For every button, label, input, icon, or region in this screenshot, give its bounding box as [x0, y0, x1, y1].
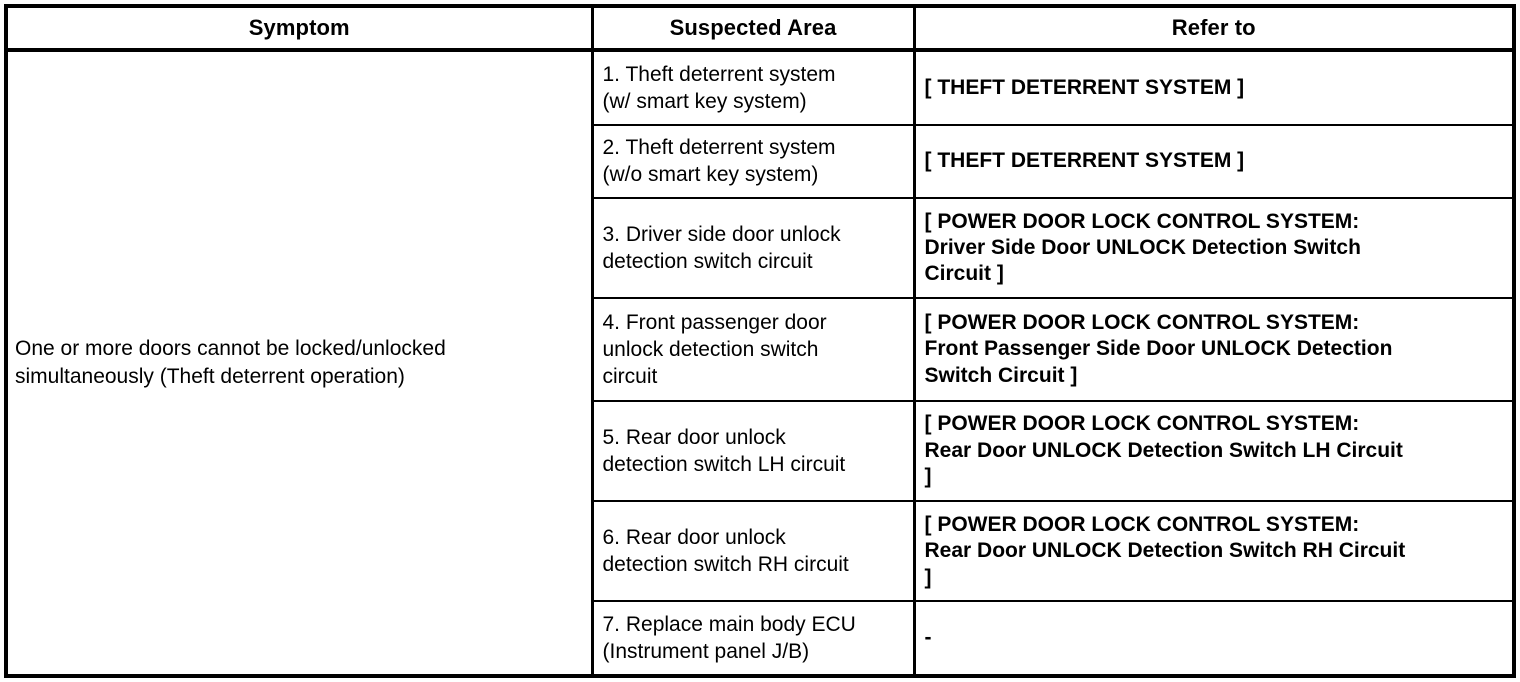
suspected-area-cell: 6. Rear door unlock detection switch RH … — [592, 500, 916, 602]
column-header-symptom: Symptom — [6, 6, 594, 52]
suspected-area-cell: 3. Driver side door unlock detection swi… — [592, 197, 916, 299]
table-row: 6. Rear door unlock detection switch RH … — [6, 500, 1514, 602]
suspected-area-text: 6. Rear door unlock detection switch RH … — [602, 525, 849, 577]
suspected-area-text: 4. Front passenger door unlock detection… — [602, 310, 827, 389]
refer-to-text: [ THEFT DETERRENT SYSTEM ] — [924, 149, 1245, 173]
refer-to-text: - — [924, 625, 932, 649]
table-row: 5. Rear door unlock detection switch LH … — [6, 400, 1514, 502]
suspected-area-cell: 7. Replace main body ECU (Instrument pan… — [592, 600, 916, 676]
suspected-area-text: 3. Driver side door unlock detection swi… — [602, 222, 841, 274]
refer-to-text: [ POWER DOOR LOCK CONTROL SYSTEM: Rear D… — [924, 512, 1406, 589]
table-row: 3. Driver side door unlock detection swi… — [6, 197, 1514, 299]
refer-to-cell[interactable]: [ POWER DOOR LOCK CONTROL SYSTEM: Front … — [914, 297, 1514, 402]
refer-to-text: [ POWER DOOR LOCK CONTROL SYSTEM: Front … — [924, 311, 1393, 387]
suspected-area-text: 1. Theft deterrent system (w/ smart key … — [602, 62, 836, 113]
suspected-area-text: 7. Replace main body ECU (Instrument pan… — [602, 612, 856, 664]
suspected-area-text: 2. Theft deterrent system (w/o smart key… — [602, 136, 836, 187]
table-header: Symptom Suspected Area Refer to — [6, 6, 1514, 52]
refer-to-cell[interactable]: [ THEFT DETERRENT SYSTEM ] — [914, 50, 1514, 125]
column-header-suspected-area: Suspected Area — [592, 6, 916, 52]
diagnostic-symptom-table: Symptom Suspected Area Refer to One or m… — [4, 4, 1516, 678]
table-row: One or more doors cannot be locked/unloc… — [6, 50, 1514, 676]
symptom-cell: One or more doors cannot be locked/unloc… — [6, 50, 594, 676]
suspected-area-cell: 2. Theft deterrent system (w/o smart key… — [592, 123, 916, 199]
refer-to-text: [ POWER DOOR LOCK CONTROL SYSTEM: Rear D… — [924, 412, 1403, 489]
refer-to-cell[interactable]: [ POWER DOOR LOCK CONTROL SYSTEM: Rear D… — [914, 500, 1514, 602]
refer-to-cell[interactable]: [ POWER DOOR LOCK CONTROL SYSTEM: Driver… — [914, 197, 1514, 299]
refer-to-text: [ POWER DOOR LOCK CONTROL SYSTEM: Driver… — [924, 209, 1361, 286]
table-row: 2. Theft deterrent system (w/o smart key… — [6, 123, 1514, 199]
refer-to-cell[interactable]: [ POWER DOOR LOCK CONTROL SYSTEM: Rear D… — [914, 400, 1514, 502]
refer-to-cell: - — [914, 600, 1514, 676]
refer-to-text: [ THEFT DETERRENT SYSTEM ] — [924, 75, 1245, 99]
table-row: 7. Replace main body ECU (Instrument pan… — [6, 600, 1514, 676]
refer-to-cell[interactable]: [ THEFT DETERRENT SYSTEM ] — [914, 123, 1514, 199]
table-row: 4. Front passenger door unlock detection… — [6, 297, 1514, 402]
symptom-text: One or more doors cannot be locked/unloc… — [15, 337, 446, 388]
table-body: One or more doors cannot be locked/unloc… — [6, 50, 1514, 676]
suspected-area-cell: 1. Theft deterrent system (w/ smart key … — [592, 50, 916, 125]
suspected-area-cell: 4. Front passenger door unlock detection… — [592, 297, 916, 402]
suspected-area-text: 5. Rear door unlock detection switch LH … — [602, 425, 846, 477]
column-header-refer-to: Refer to — [914, 6, 1514, 52]
header-row: Symptom Suspected Area Refer to — [6, 6, 1514, 52]
suspected-area-cell: 5. Rear door unlock detection switch LH … — [592, 400, 916, 502]
